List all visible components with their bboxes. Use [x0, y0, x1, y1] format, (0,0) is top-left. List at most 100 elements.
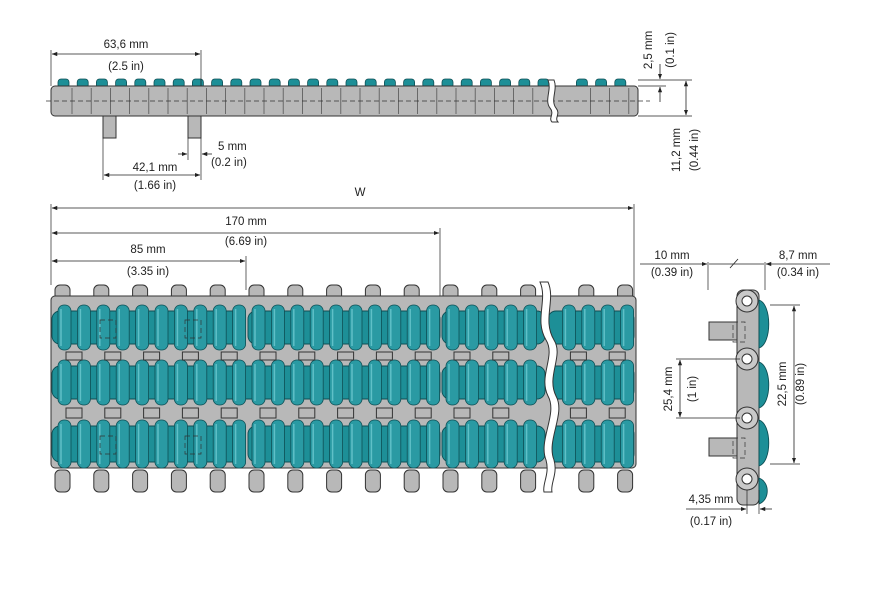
roller	[484, 304, 499, 351]
pitch-mm: 25,4 mm	[663, 367, 675, 412]
height-in: (0.89 in)	[795, 363, 807, 405]
half-width-mm: 85 mm	[130, 244, 165, 256]
roller	[290, 304, 305, 351]
hinge-knuckle	[337, 351, 355, 361]
roller	[57, 304, 72, 351]
offset-left-mm: 10 mm	[654, 250, 689, 262]
roller	[426, 359, 441, 406]
roller	[620, 359, 634, 406]
roller	[173, 304, 188, 351]
hinge-knuckle	[298, 407, 316, 419]
roller	[445, 419, 460, 469]
roller	[406, 304, 421, 351]
roller	[600, 304, 615, 351]
roller	[484, 359, 499, 406]
roller	[329, 419, 344, 469]
drive-tab	[708, 321, 738, 341]
roller	[173, 419, 188, 469]
roller	[115, 304, 130, 351]
hinge-knuckle	[617, 469, 634, 493]
roller	[464, 359, 479, 406]
roller	[251, 419, 266, 469]
hinge-knuckle	[65, 351, 83, 361]
side-view: 10 mm (0.39 in) 8,7 mm (0.34 in) 25,4 mm…	[640, 250, 830, 528]
roller	[232, 304, 247, 351]
edge-view: 63,6 mm (2.5 in) 42,1 mm (1.66 in) 5 mm …	[46, 31, 701, 192]
roller	[173, 359, 188, 406]
hinge-knuckle	[248, 469, 265, 493]
drive-tab	[708, 437, 738, 457]
roller	[562, 419, 576, 469]
roller	[212, 304, 227, 351]
hinge-knuckle	[326, 469, 343, 493]
roller	[562, 304, 576, 351]
drive-tab	[187, 115, 202, 139]
hinge-knuckle	[608, 407, 626, 419]
hinge-knuckle	[608, 351, 626, 361]
roller	[387, 359, 402, 406]
roller	[154, 359, 169, 406]
width-label: W	[355, 187, 366, 199]
break-mark	[547, 79, 560, 123]
hinge-knuckle	[259, 351, 277, 361]
roller	[484, 419, 499, 469]
hinge-knuckle	[481, 469, 498, 493]
roller	[135, 419, 150, 469]
roller	[270, 304, 285, 351]
roller	[57, 359, 72, 406]
roller	[309, 304, 324, 351]
pitch-in: (1 in)	[687, 376, 699, 402]
hinge-knuckle	[442, 469, 459, 493]
roller	[600, 359, 615, 406]
roller	[115, 359, 130, 406]
roller	[193, 419, 208, 469]
roller	[232, 419, 247, 469]
tab-width-in: (0.2 in)	[211, 157, 247, 169]
hinge-knuckle	[54, 469, 71, 493]
break-mark	[539, 281, 560, 493]
hinge-knuckle	[287, 469, 304, 493]
hinge-knuckle	[520, 469, 537, 493]
roller	[367, 419, 382, 469]
roller	[348, 359, 363, 406]
roller	[251, 359, 266, 406]
roller	[581, 359, 596, 406]
roller	[503, 359, 518, 406]
roller	[600, 419, 615, 469]
base-offset-in: (0.17 in)	[690, 516, 732, 528]
roller	[193, 304, 208, 351]
roller	[387, 304, 402, 351]
roller	[135, 304, 150, 351]
hinge-knuckle	[93, 469, 110, 493]
roller	[503, 304, 518, 351]
roller	[620, 304, 634, 351]
hinge-knuckle	[578, 469, 595, 493]
module-width-mm: 170 mm	[225, 216, 267, 228]
roller	[426, 304, 441, 351]
roller	[270, 419, 285, 469]
roller	[348, 419, 363, 469]
hinge-knuckle	[337, 407, 355, 419]
hinge-knuckle	[403, 469, 420, 493]
hinge-pin	[735, 289, 759, 313]
hinge-knuckle	[65, 407, 83, 419]
roller	[290, 419, 305, 469]
roller	[464, 419, 479, 469]
roller	[96, 359, 111, 406]
roller	[115, 419, 130, 469]
roller	[406, 419, 421, 469]
base-offset-mm: 4,35 mm	[689, 494, 734, 506]
roller	[135, 359, 150, 406]
roller	[620, 419, 634, 469]
hinge-knuckle	[132, 469, 149, 493]
hinge-knuckle	[492, 407, 510, 419]
roller	[367, 304, 382, 351]
roller	[154, 304, 169, 351]
offset-left-in: (0.39 in)	[651, 267, 693, 279]
hinge-knuckle	[453, 407, 471, 419]
tab-spacing-mm: 42,1 mm	[133, 162, 178, 174]
plan-view: W 170 mm (6.69 in) 85 mm (3.35 in)	[50, 187, 637, 493]
belt-thickness-mm: 11,2 mm	[671, 128, 683, 172]
hinge-knuckle	[143, 351, 161, 361]
hinge-knuckle	[143, 407, 161, 419]
